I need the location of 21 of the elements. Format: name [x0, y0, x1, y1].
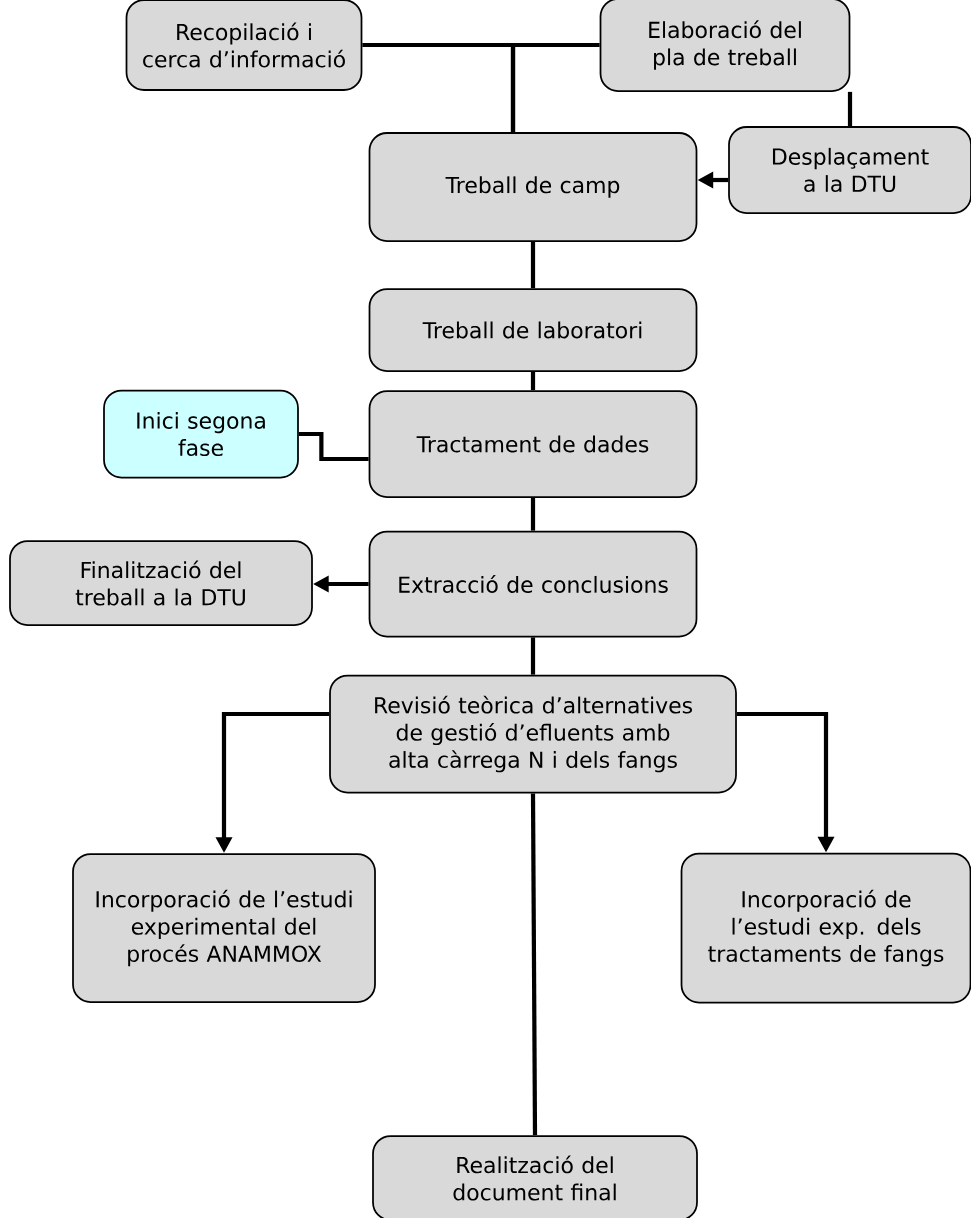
connector	[298, 431, 369, 462]
process-box: Realització del document final	[372, 1135, 698, 1218]
process-box: Treball de laboratori	[368, 288, 698, 372]
connector	[530, 793, 538, 1136]
process-box: Elaboració del pla de treball	[599, 0, 851, 92]
process-box: Desplaçament a la DTU	[728, 126, 971, 214]
connector	[530, 371, 536, 391]
process-box: Tractament de dades	[368, 390, 698, 498]
process-box: Finalització del treball a la DTU	[9, 540, 313, 626]
connector	[530, 637, 536, 675]
phase-box: Inici segona fase	[103, 389, 299, 479]
process-box: Extracció de conclusions	[368, 530, 698, 638]
process-box: Treball de camp	[368, 132, 698, 242]
connector	[530, 497, 536, 531]
process-box: Incorporació de l’estudi experimental del procés ANAMMOX	[72, 853, 376, 1003]
process-box: Incorporació de l’estudi exp. dels tractaments de fangs	[680, 852, 971, 1004]
process-box: Revisió teòrica d’alternatives de gestió d’efluents amb alta càrrega N i dels fangs	[329, 674, 737, 794]
connector	[847, 91, 853, 127]
connector	[530, 241, 536, 289]
connector	[510, 42, 600, 133]
process-box: Recopilació i cerca d’informació	[125, 0, 363, 91]
